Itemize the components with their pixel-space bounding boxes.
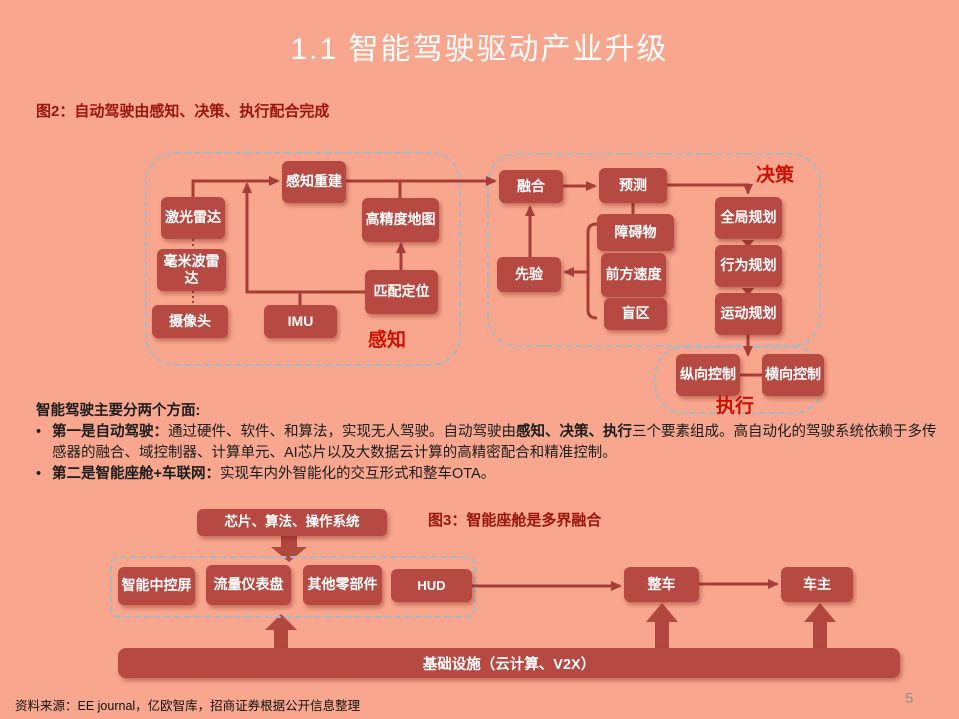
block-arrow-infra-vehicle	[646, 603, 678, 648]
perception-group	[145, 152, 461, 366]
perception-label: 感知	[368, 330, 407, 351]
node-match-localization: 匹配定位	[365, 270, 438, 314]
bullet-autonomous-driving: • 第一是自动驾驶：通过硬件、软件、和算法，实现无人驾驶。自动驾驶由感知、决策、…	[36, 422, 944, 464]
bullet-smart-cockpit-text: 第二是智能座舱+车联网：实现车内外智能化的交互形式和整车OTA。	[52, 465, 496, 482]
block-arrow-infra-owner	[804, 603, 836, 648]
node-front-speed: 前方速度	[601, 253, 666, 297]
node-other-parts: 其他零部件	[303, 565, 382, 605]
page-title: 1.1 智能驾驶驱动产业升级	[290, 33, 669, 66]
fig2-caption: 图2：自动驾驶由感知、决策、执行配合完成	[36, 103, 330, 120]
node-motion-planning: 运动规划	[715, 293, 782, 335]
fig3-caption: 图3：智能座舱是多界融合	[428, 512, 602, 529]
node-blind-zone: 盲区	[604, 298, 667, 330]
node-perception-reconstruction: 感知重建	[282, 161, 346, 203]
body-heading: 智能驾驶主要分两个方面:	[36, 403, 201, 419]
node-central-screen: 智能中控屏	[118, 567, 195, 605]
node-obstacle: 障碍物	[597, 214, 674, 251]
node-behavior-planning: 行为规划	[715, 245, 782, 287]
bullet-autonomous-driving-text: 第一是自动驾驶：通过硬件、软件、和算法，实现无人驾驶。自动驾驶由感知、决策、执行…	[52, 423, 937, 461]
bullet-marker: •	[36, 465, 42, 482]
bullet-smart-cockpit: • 第二是智能座舱+车联网：实现车内外智能化的交互形式和整车OTA。	[36, 464, 944, 485]
node-vehicle: 整车	[624, 567, 699, 602]
infrastructure-bar: 基础设施（云计算、V2X）	[118, 648, 900, 678]
decision-group	[487, 153, 821, 347]
page-number: 5	[905, 690, 914, 707]
block-arrow-infra-cockpit	[265, 614, 297, 648]
node-hud: HUD	[391, 569, 472, 602]
node-camera: 摄像头	[152, 305, 228, 338]
node-fusion: 融合	[499, 170, 563, 203]
node-prediction: 预测	[599, 168, 667, 203]
node-dashboard: 流量仪表盘	[206, 565, 291, 605]
execution-label: 执行	[716, 396, 755, 417]
node-chip-algo-os: 芯片、算法、操作系统	[197, 509, 387, 536]
node-prior: 先验	[497, 257, 561, 292]
node-longitudinal-control: 纵向控制	[676, 354, 740, 396]
node-lidar: 激光雷达	[161, 197, 225, 239]
bullet-marker: •	[36, 423, 42, 440]
node-imu: IMU	[264, 305, 337, 338]
node-owner: 车主	[781, 567, 853, 602]
body-text: 智能驾驶主要分两个方面: • 第一是自动驾驶：通过硬件、软件、和算法，实现无人驾…	[36, 401, 944, 485]
decision-label: 决策	[756, 165, 795, 186]
node-global-planning: 全局规划	[715, 197, 782, 239]
node-hd-map: 高精度地图	[362, 198, 439, 242]
node-lateral-control: 横向控制	[762, 354, 824, 396]
cockpit-group	[110, 556, 476, 618]
node-mmwave-radar: 毫米波雷达	[157, 249, 226, 291]
source-note: 资料来源：EE journal，亿欧智库，招商证券根据公开信息整理	[15, 699, 361, 713]
